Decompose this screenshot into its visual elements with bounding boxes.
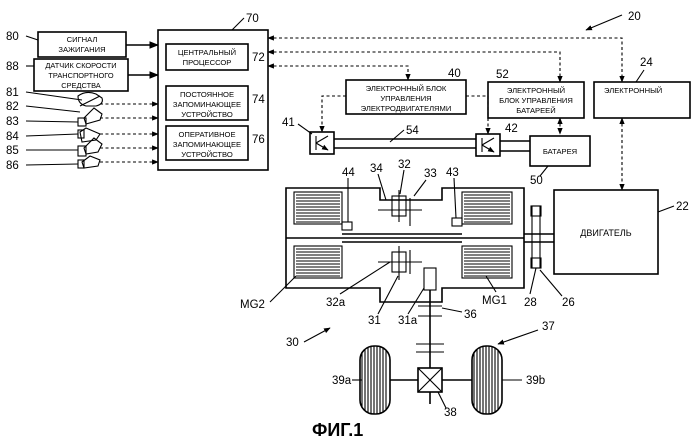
label-mg2: MG2	[240, 299, 265, 311]
engine-label: ДВИГАТЕЛЬ	[580, 228, 632, 238]
ram-line-2: ЗАПОМИНАЮЩЕЕ	[173, 140, 241, 149]
differential-38	[418, 368, 442, 392]
figure-caption: ФИГ.1	[312, 420, 363, 440]
engine-box: ДВИГАТЕЛЬ	[554, 190, 658, 274]
ref-33: 33	[424, 168, 437, 180]
motor-ecu-line-3: ЭЛЕКТРОДВИГАТЕЛЯМИ	[361, 104, 452, 113]
label-mg1: MG1	[482, 295, 507, 307]
comm-line-battery-ecu	[268, 52, 560, 82]
ref-37: 37	[542, 321, 555, 333]
position-sensor-icon	[78, 156, 100, 168]
battery-ecu-box: ЭЛЕКТРОННЫЙ БЛОК УПРАВЛЕНИЯ БАТАРЕЕЙ	[488, 82, 584, 118]
wheel-39a	[360, 346, 390, 414]
ref-43: 43	[446, 167, 459, 179]
ref-72: 72	[252, 52, 265, 64]
inverter-42	[476, 134, 500, 156]
resolver-43	[452, 218, 462, 226]
accelerator-sensor-icon	[78, 92, 102, 106]
rom-line-3: УСТРОЙСТВО	[181, 110, 233, 119]
engine-ecu-box: ЭЛЕКТРОННЫЙ	[594, 82, 690, 118]
ref-26: 26	[562, 297, 575, 309]
ref-54: 54	[406, 125, 419, 137]
ref-88: 88	[6, 61, 19, 73]
ref-38: 38	[444, 407, 457, 419]
ref-83: 83	[6, 116, 19, 128]
ref-31: 31	[368, 315, 381, 327]
battery-ecu-line-2: БЛОК УПРАВЛЕНИЯ	[499, 96, 573, 105]
ref-34: 34	[370, 163, 383, 175]
ref-42: 42	[505, 123, 518, 135]
ignition-signal-box: СИГНАЛ ЗАЖИГАНИЯ	[38, 32, 126, 57]
ref-41: 41	[282, 117, 295, 129]
ref-24: 24	[640, 57, 653, 69]
ref-82: 82	[6, 101, 19, 113]
ref-81: 81	[6, 87, 19, 99]
cpu-line-2: ПРОЦЕССОР	[183, 58, 232, 67]
brake-pedal-sensor-icon	[78, 108, 102, 126]
motor-ecu-box: ЭЛЕКТРОННЫЙ БЛОК УПРАВЛЕНИЯ ЭЛЕКТРОДВИГА…	[346, 80, 466, 114]
damper-28	[532, 206, 540, 268]
ref-31a: 31a	[398, 315, 418, 327]
engine-ecu-line-1: ЭЛЕКТРОННЫЙ	[604, 86, 662, 95]
ref-74: 74	[252, 94, 265, 106]
planetary-gear	[378, 190, 422, 280]
speed-sensor-line-3: СРЕДСТВА	[61, 81, 100, 90]
ref-50: 50	[530, 175, 543, 187]
ref-32: 32	[398, 159, 411, 171]
ref-86: 86	[6, 160, 19, 172]
comm-line-motor-ecu	[268, 66, 408, 80]
ref-76: 76	[252, 134, 265, 146]
ref-84: 84	[6, 131, 19, 143]
comm-line-engine-ecu	[268, 38, 622, 82]
resolver-44	[342, 222, 352, 230]
ram-line-3: УСТРОЙСТВО	[181, 150, 233, 159]
motor-ecu-line-2: УПРАВЛЕНИЯ	[380, 94, 431, 103]
stator-windings	[296, 195, 510, 276]
speed-sensor-line-1: ДАТЧИК СКОРОСТИ	[45, 61, 116, 70]
battery-ecu-line-1: ЭЛЕКТРОННЫЙ	[507, 86, 565, 95]
ref-20: 20	[628, 11, 641, 23]
ref-22: 22	[676, 201, 689, 213]
ref-52: 52	[496, 69, 509, 81]
ref-39a: 39a	[332, 375, 352, 387]
ref-85: 85	[6, 145, 19, 157]
wheel-39b	[472, 346, 502, 414]
ecu-to-inverter42	[466, 96, 488, 134]
cpu-line-1: ЦЕНТРАЛЬНЫЙ	[178, 48, 236, 57]
battery-label: БАТАРЕЯ	[543, 147, 577, 156]
rom-line-1: ПОСТОЯННОЕ	[180, 90, 234, 99]
battery-box: БАТАРЕЯ	[530, 136, 590, 166]
battery-ecu-line-3: БАТАРЕЕЙ	[516, 106, 555, 115]
ecu-to-inverter41	[322, 96, 346, 132]
ref-40: 40	[448, 68, 461, 80]
output-gear-31a	[424, 268, 436, 290]
inverter-41	[310, 132, 334, 154]
rom-line-2: ЗАПОМИНАЮЩЕЕ	[173, 100, 241, 109]
ref-44: 44	[342, 167, 355, 179]
speed-sensor-box: ДАТЧИК СКОРОСТИ ТРАНСПОРТНОГО СРЕДСТВА	[34, 59, 128, 91]
ref-36: 36	[464, 309, 477, 321]
ref-80: 80	[6, 31, 19, 43]
ignition-line-1: СИГНАЛ	[67, 35, 98, 44]
ram-line-1: ОПЕРАТИВНОЕ	[178, 130, 235, 139]
ref-28: 28	[524, 297, 537, 309]
speed-sensor-line-2: ТРАНСПОРТНОГО	[48, 71, 113, 80]
ref-39b: 39b	[526, 375, 545, 387]
ref-70: 70	[246, 13, 259, 25]
motor-ecu-line-1: ЭЛЕКТРОННЫЙ БЛОК	[366, 84, 447, 93]
ref-30: 30	[286, 337, 299, 349]
ignition-line-2: ЗАЖИГАНИЯ	[58, 45, 105, 54]
ref-32a: 32a	[326, 297, 346, 309]
